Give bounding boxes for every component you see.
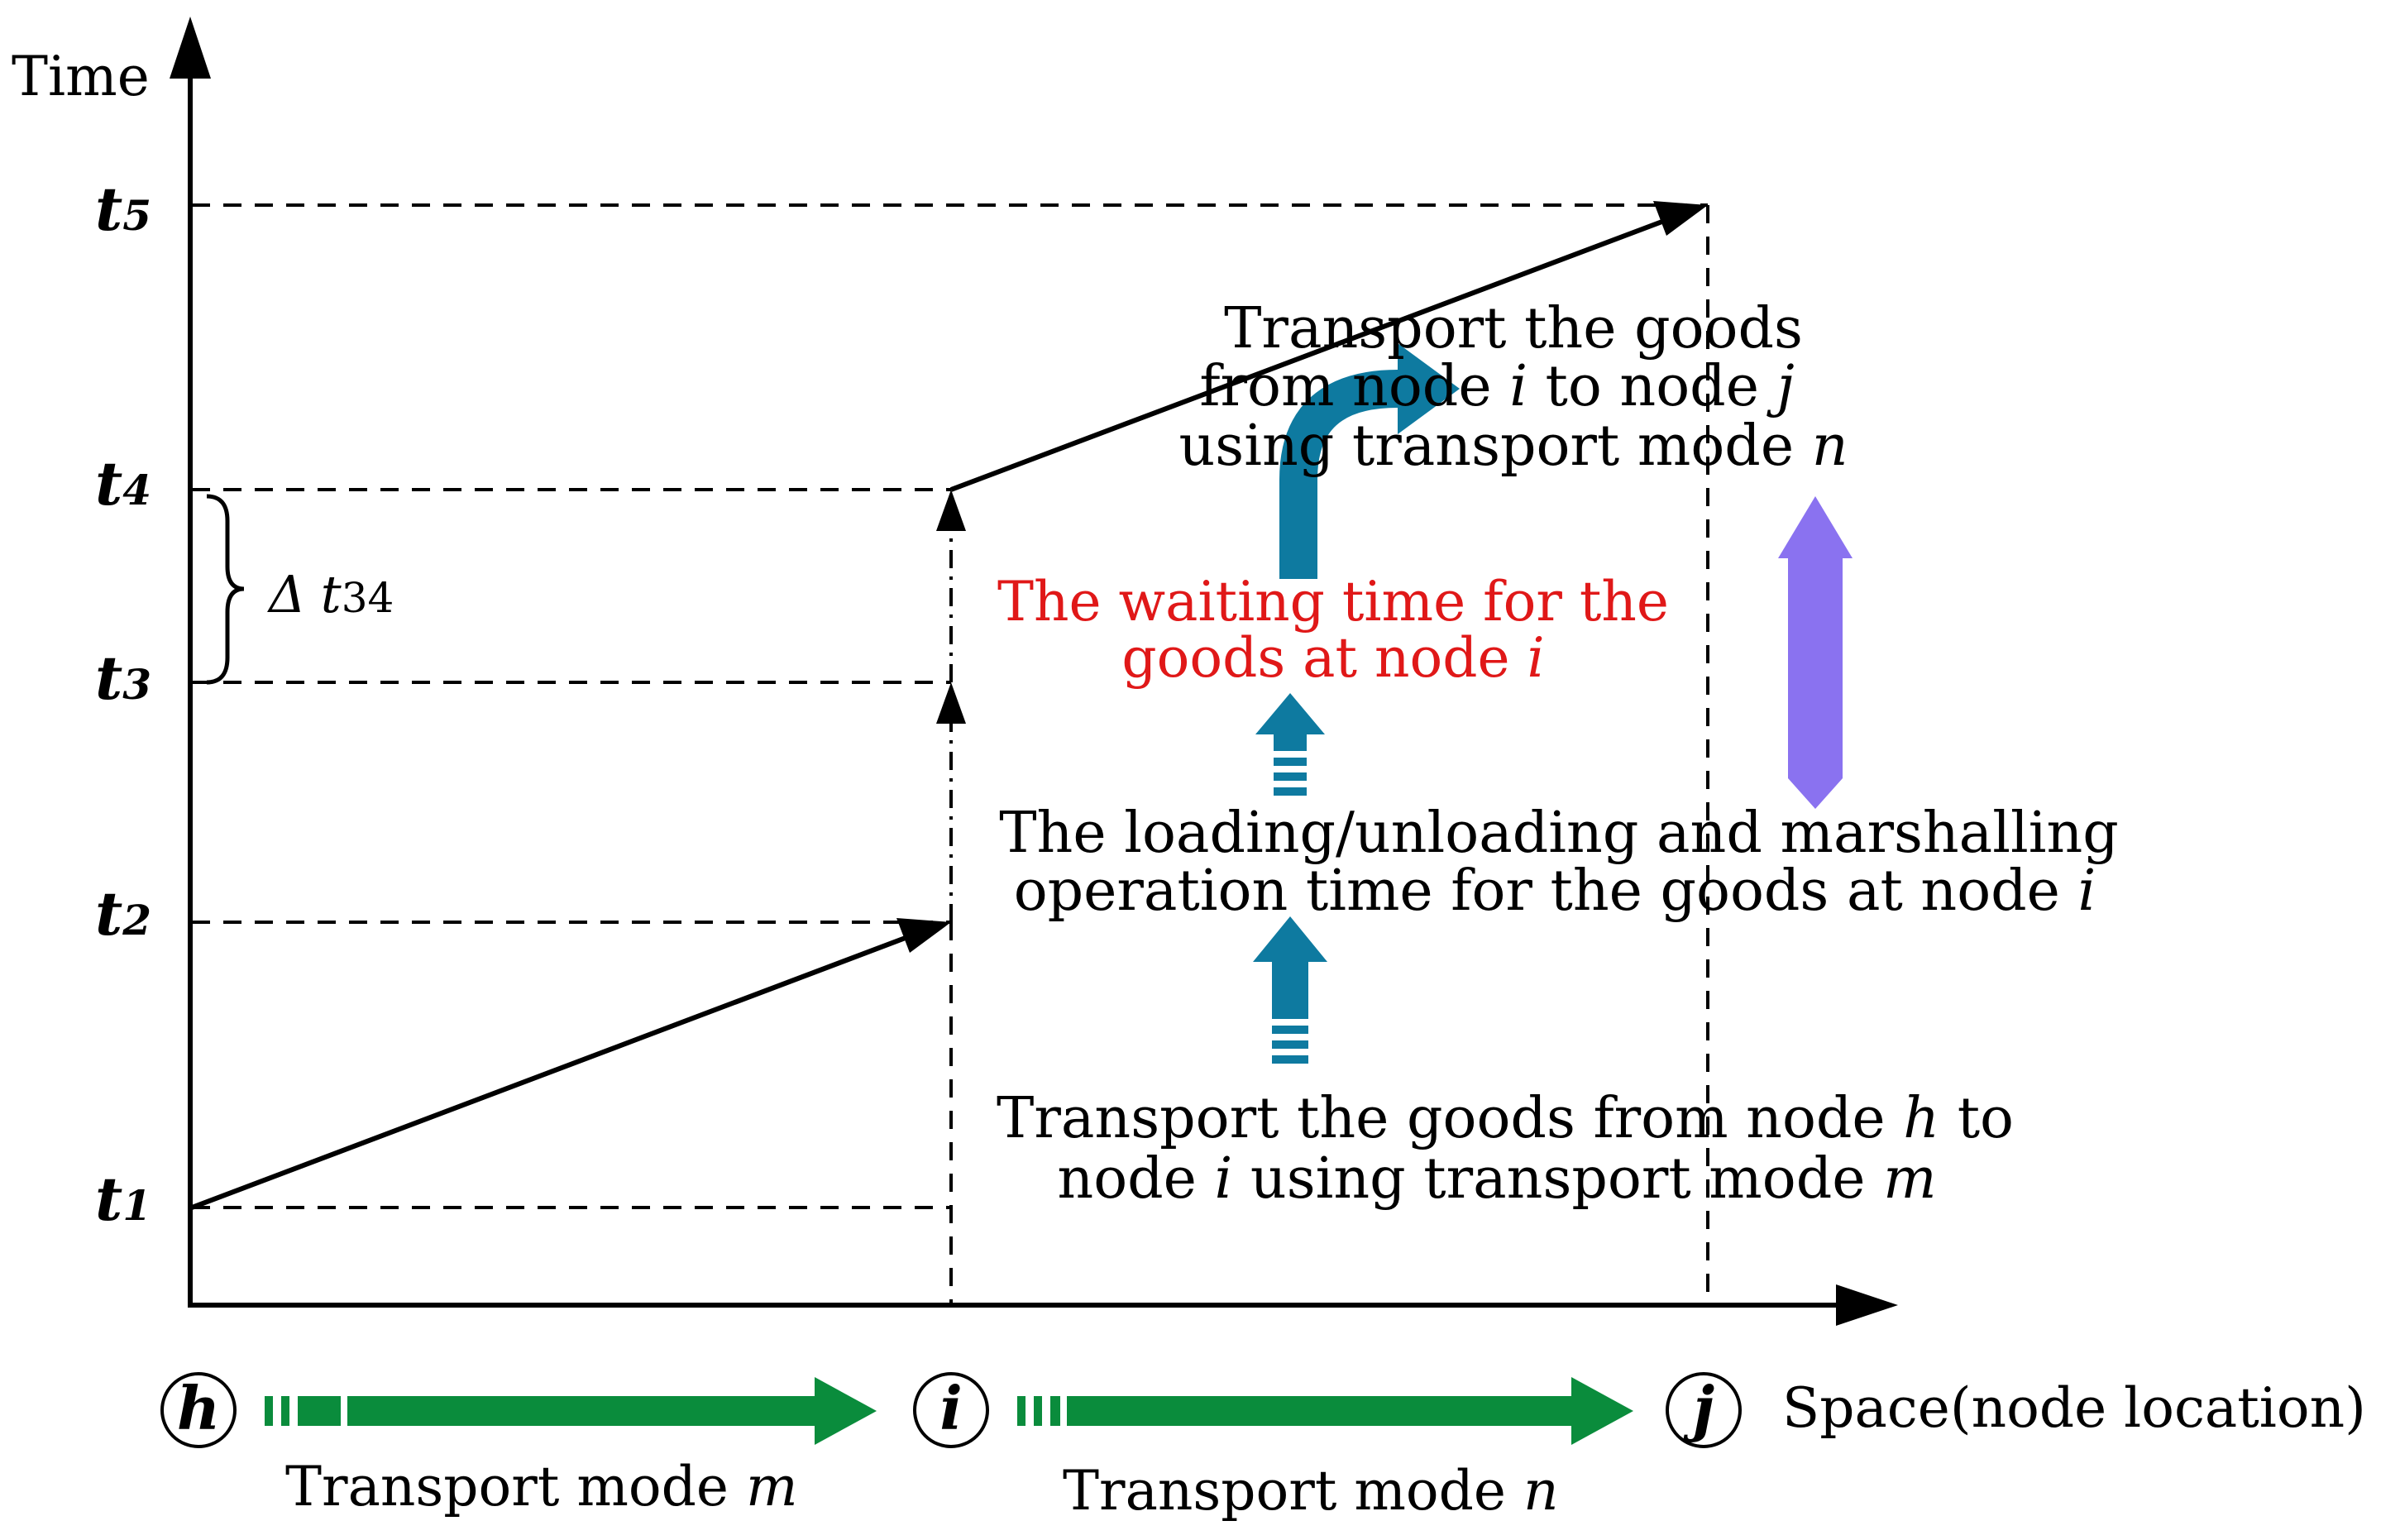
purple-up-arrow — [1778, 496, 1853, 809]
x-axis-arrowhead — [1836, 1284, 1898, 1326]
node-i-label: i — [939, 1373, 962, 1443]
arrowhead-t4 — [936, 490, 966, 531]
green-arrow-h-to-i — [265, 1377, 877, 1445]
node-j-circle — [1666, 1372, 1742, 1448]
axes: Time Space(node location) — [12, 17, 2366, 1440]
trajectory — [190, 201, 1708, 1210]
trajectory-i-to-j — [949, 218, 1668, 492]
svg-text:The waiting time for the: The waiting time for the — [997, 570, 1669, 634]
teal-up-arrow-upper — [1255, 693, 1325, 796]
svg-text:using transport mode n: using transport mode n — [1179, 414, 1848, 479]
tick-t4: t4 — [95, 448, 151, 519]
arrowhead-t3 — [936, 682, 966, 724]
brace-icon — [206, 494, 245, 685]
x-axis-label: Space(node location) — [1782, 1376, 2366, 1440]
green-arrow-i-to-j — [1017, 1377, 1633, 1445]
time-ticks: t5 t4 t3 t2 t1 — [95, 174, 151, 1234]
horizontal-guides — [192, 203, 1708, 1209]
tick-t1: t1 — [95, 1164, 151, 1234]
note-upper: Transport the goods from node i to node … — [1179, 296, 1848, 479]
svg-text:from node i to node j: from node i to node j — [1199, 354, 1794, 419]
trajectory-h-to-i — [190, 934, 911, 1210]
node-h-label: h — [177, 1373, 220, 1443]
node-h-circle — [160, 1372, 237, 1448]
node-j: j — [1666, 1372, 1742, 1448]
svg-text:The loading/unloading and mars: The loading/unloading and marshalling — [999, 801, 2119, 866]
trajectory-h-to-i-head — [896, 918, 951, 953]
svg-text:Transport the goods: Transport the goods — [1224, 296, 1803, 361]
y-axis-arrowhead — [170, 17, 211, 79]
y-axis-label: Time — [12, 45, 150, 108]
note-waiting: The waiting time for the goods at node i — [997, 570, 1669, 690]
tick-t5: t5 — [95, 174, 151, 244]
svg-text:node i using transport mode m: node i using transport mode m — [1057, 1146, 1936, 1212]
mode-label-n: Transport mode n — [1063, 1459, 1558, 1523]
teal-curved-arrow — [1279, 343, 1460, 579]
note-loading: The loading/unloading and marshalling op… — [999, 801, 2119, 924]
teal-up-arrow-lower — [1253, 916, 1327, 1064]
note-lower: Transport the goods from node h to node … — [997, 1086, 2014, 1212]
svg-text:goods at node i: goods at node i — [1121, 626, 1544, 690]
tick-t2: t2 — [95, 878, 151, 949]
node-h: h — [160, 1372, 237, 1448]
trajectory-i-to-j-head — [1653, 201, 1708, 236]
mode-label-m: Transport mode m — [285, 1455, 798, 1518]
node-j-label: j — [1683, 1373, 1714, 1443]
node-i-circle — [913, 1372, 989, 1448]
svg-text:Transport the goods from node: Transport the goods from node h to — [997, 1086, 2014, 1151]
svg-text:operation time for the goods a: operation time for the goods at node i — [1014, 858, 2096, 924]
tick-t3: t3 — [95, 643, 151, 713]
node-row: h i j Transport mode m Transport mode n — [160, 1372, 1742, 1523]
node-i: i — [913, 1372, 989, 1448]
